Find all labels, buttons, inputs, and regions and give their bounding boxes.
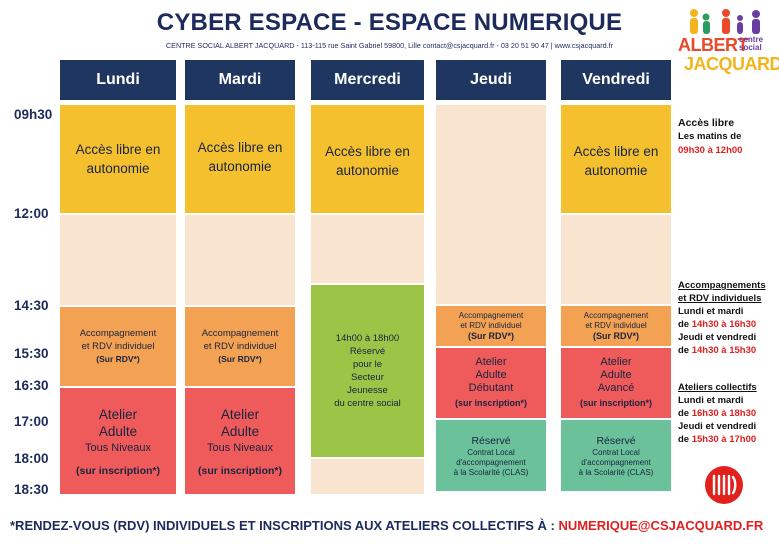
side-acces-libre: Accès libre Les matins de 09h30 à 12h00 <box>678 117 743 156</box>
footer-email[interactable]: NUMERIQUE@CSJACQUARD.FR <box>558 518 764 533</box>
lille-logo-icon <box>712 474 737 496</box>
day-header-mercredi: Mercredi <box>311 60 424 100</box>
lille-city-logo <box>705 466 743 504</box>
lundi-empty-slot <box>60 215 176 305</box>
page-title: CYBER ESPACE - ESPACE NUMERIQUE <box>156 9 623 36</box>
logo-albert: ALBERT <box>678 35 749 55</box>
family-figures-icon <box>690 9 760 34</box>
lundi-atelier-adulte: Atelier Adulte Tous Niveaux (sur inscrip… <box>60 388 176 494</box>
time-label: 14:30 <box>14 298 49 313</box>
jeudi-empty-slot <box>436 105 546 304</box>
mercredi-secteur-jeunesse: 14h00 à 18h00 Réservé pour le Secteur Je… <box>311 285 424 457</box>
time-label: 18:00 <box>14 451 49 466</box>
day-header-lundi: Lundi <box>60 60 176 100</box>
page-subtitle: CENTRE SOCIAL ALBERT JACQUARD - 113-115 … <box>165 41 613 50</box>
mercredi-empty-slot <box>311 215 424 283</box>
time-label: 16:30 <box>14 378 49 393</box>
time-label: 09h30 <box>14 107 53 122</box>
day-header-jeudi: Jeudi <box>436 60 546 100</box>
time-label: 17:00 <box>14 414 49 429</box>
day-header-vendredi: Vendredi <box>561 60 671 100</box>
footer-note: *RENDEZ-VOUS (RDV) INDIVIDUELS ET INSCRI… <box>10 518 764 533</box>
time-label: 15:30 <box>14 346 49 361</box>
side-accompagnements: Accompagnements et RDV individuels Lundi… <box>678 280 766 356</box>
mardi-atelier-adulte: Atelier Adulte Tous Niveaux (sur inscrip… <box>185 388 295 494</box>
vendredi-empty-slot <box>561 215 671 304</box>
jeudi-atelier-debutant: Atelier Adulte Débutant (sur inscription… <box>436 348 546 418</box>
time-label: 18:30 <box>14 482 49 497</box>
logo-jacquard: JACQUARD <box>684 54 779 74</box>
day-header-mardi: Mardi <box>185 60 295 100</box>
mercredi-evening-slot <box>311 459 424 494</box>
side-ateliers-collectifs: Ateliers collectifs Lundi et mardi de 16… <box>678 382 757 445</box>
mardi-empty-slot <box>185 215 295 305</box>
time-label: 12:00 <box>14 206 49 221</box>
vendredi-atelier-avance: Atelier Adulte Avancé (sur inscription*) <box>561 348 671 418</box>
